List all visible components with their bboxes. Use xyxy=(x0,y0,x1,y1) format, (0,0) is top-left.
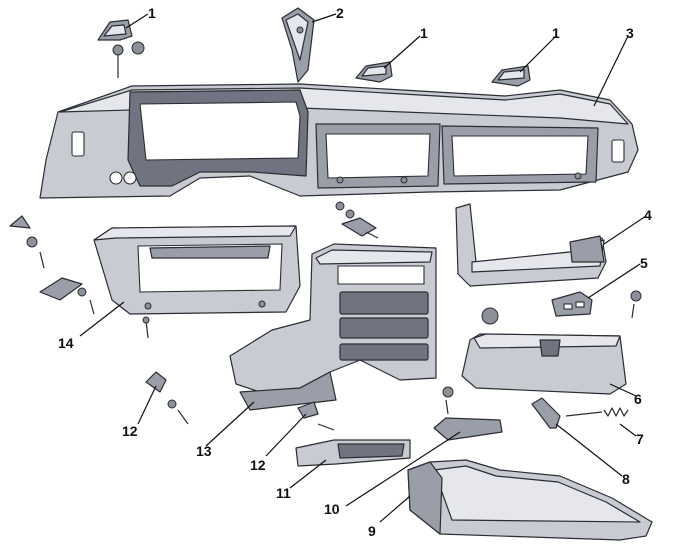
callout-12-center: 12 xyxy=(250,457,266,473)
callout-1-center: 1 xyxy=(420,25,428,41)
callout-4: 4 xyxy=(644,207,652,223)
bracket-10 xyxy=(433,386,503,441)
catch xyxy=(531,397,561,429)
callout-1-right: 1 xyxy=(552,25,560,41)
screw-under-panel xyxy=(142,316,150,339)
glovebox-door xyxy=(455,203,607,287)
spring xyxy=(565,407,629,417)
callout-9: 9 xyxy=(368,523,376,539)
callout-8: 8 xyxy=(622,471,630,487)
glovebox-shell xyxy=(461,307,627,395)
dashboard-panel xyxy=(39,83,639,199)
callout-10: 10 xyxy=(324,501,340,517)
storage-tray xyxy=(407,459,653,541)
left-lower-panel xyxy=(93,225,301,315)
callout-1-left: 1 xyxy=(148,5,156,21)
left-side-hardware xyxy=(9,215,95,315)
center-console xyxy=(229,243,437,411)
bracket-12-center xyxy=(297,401,319,419)
callout-7: 7 xyxy=(636,431,644,447)
bracket-1-right xyxy=(491,65,531,87)
callout-2: 2 xyxy=(336,5,344,21)
callout-13: 13 xyxy=(196,443,212,459)
callout-6: 6 xyxy=(634,391,642,407)
callout-labels: 1 2 1 1 3 4 5 6 7 8 9 10 11 12 12 13 14 xyxy=(58,5,652,539)
bracket-12-left xyxy=(145,371,189,425)
bracket-2 xyxy=(281,7,315,83)
center-mount-hardware xyxy=(335,201,379,239)
callout-14: 14 xyxy=(58,335,74,351)
callout-3: 3 xyxy=(626,25,634,41)
callout-11: 11 xyxy=(276,485,291,501)
callout-5: 5 xyxy=(640,255,648,271)
callout-12-left: 12 xyxy=(122,423,138,439)
ashtray xyxy=(295,423,411,467)
bracket-1-left xyxy=(97,19,145,78)
leader-lines xyxy=(79,13,647,523)
latch xyxy=(551,290,642,319)
